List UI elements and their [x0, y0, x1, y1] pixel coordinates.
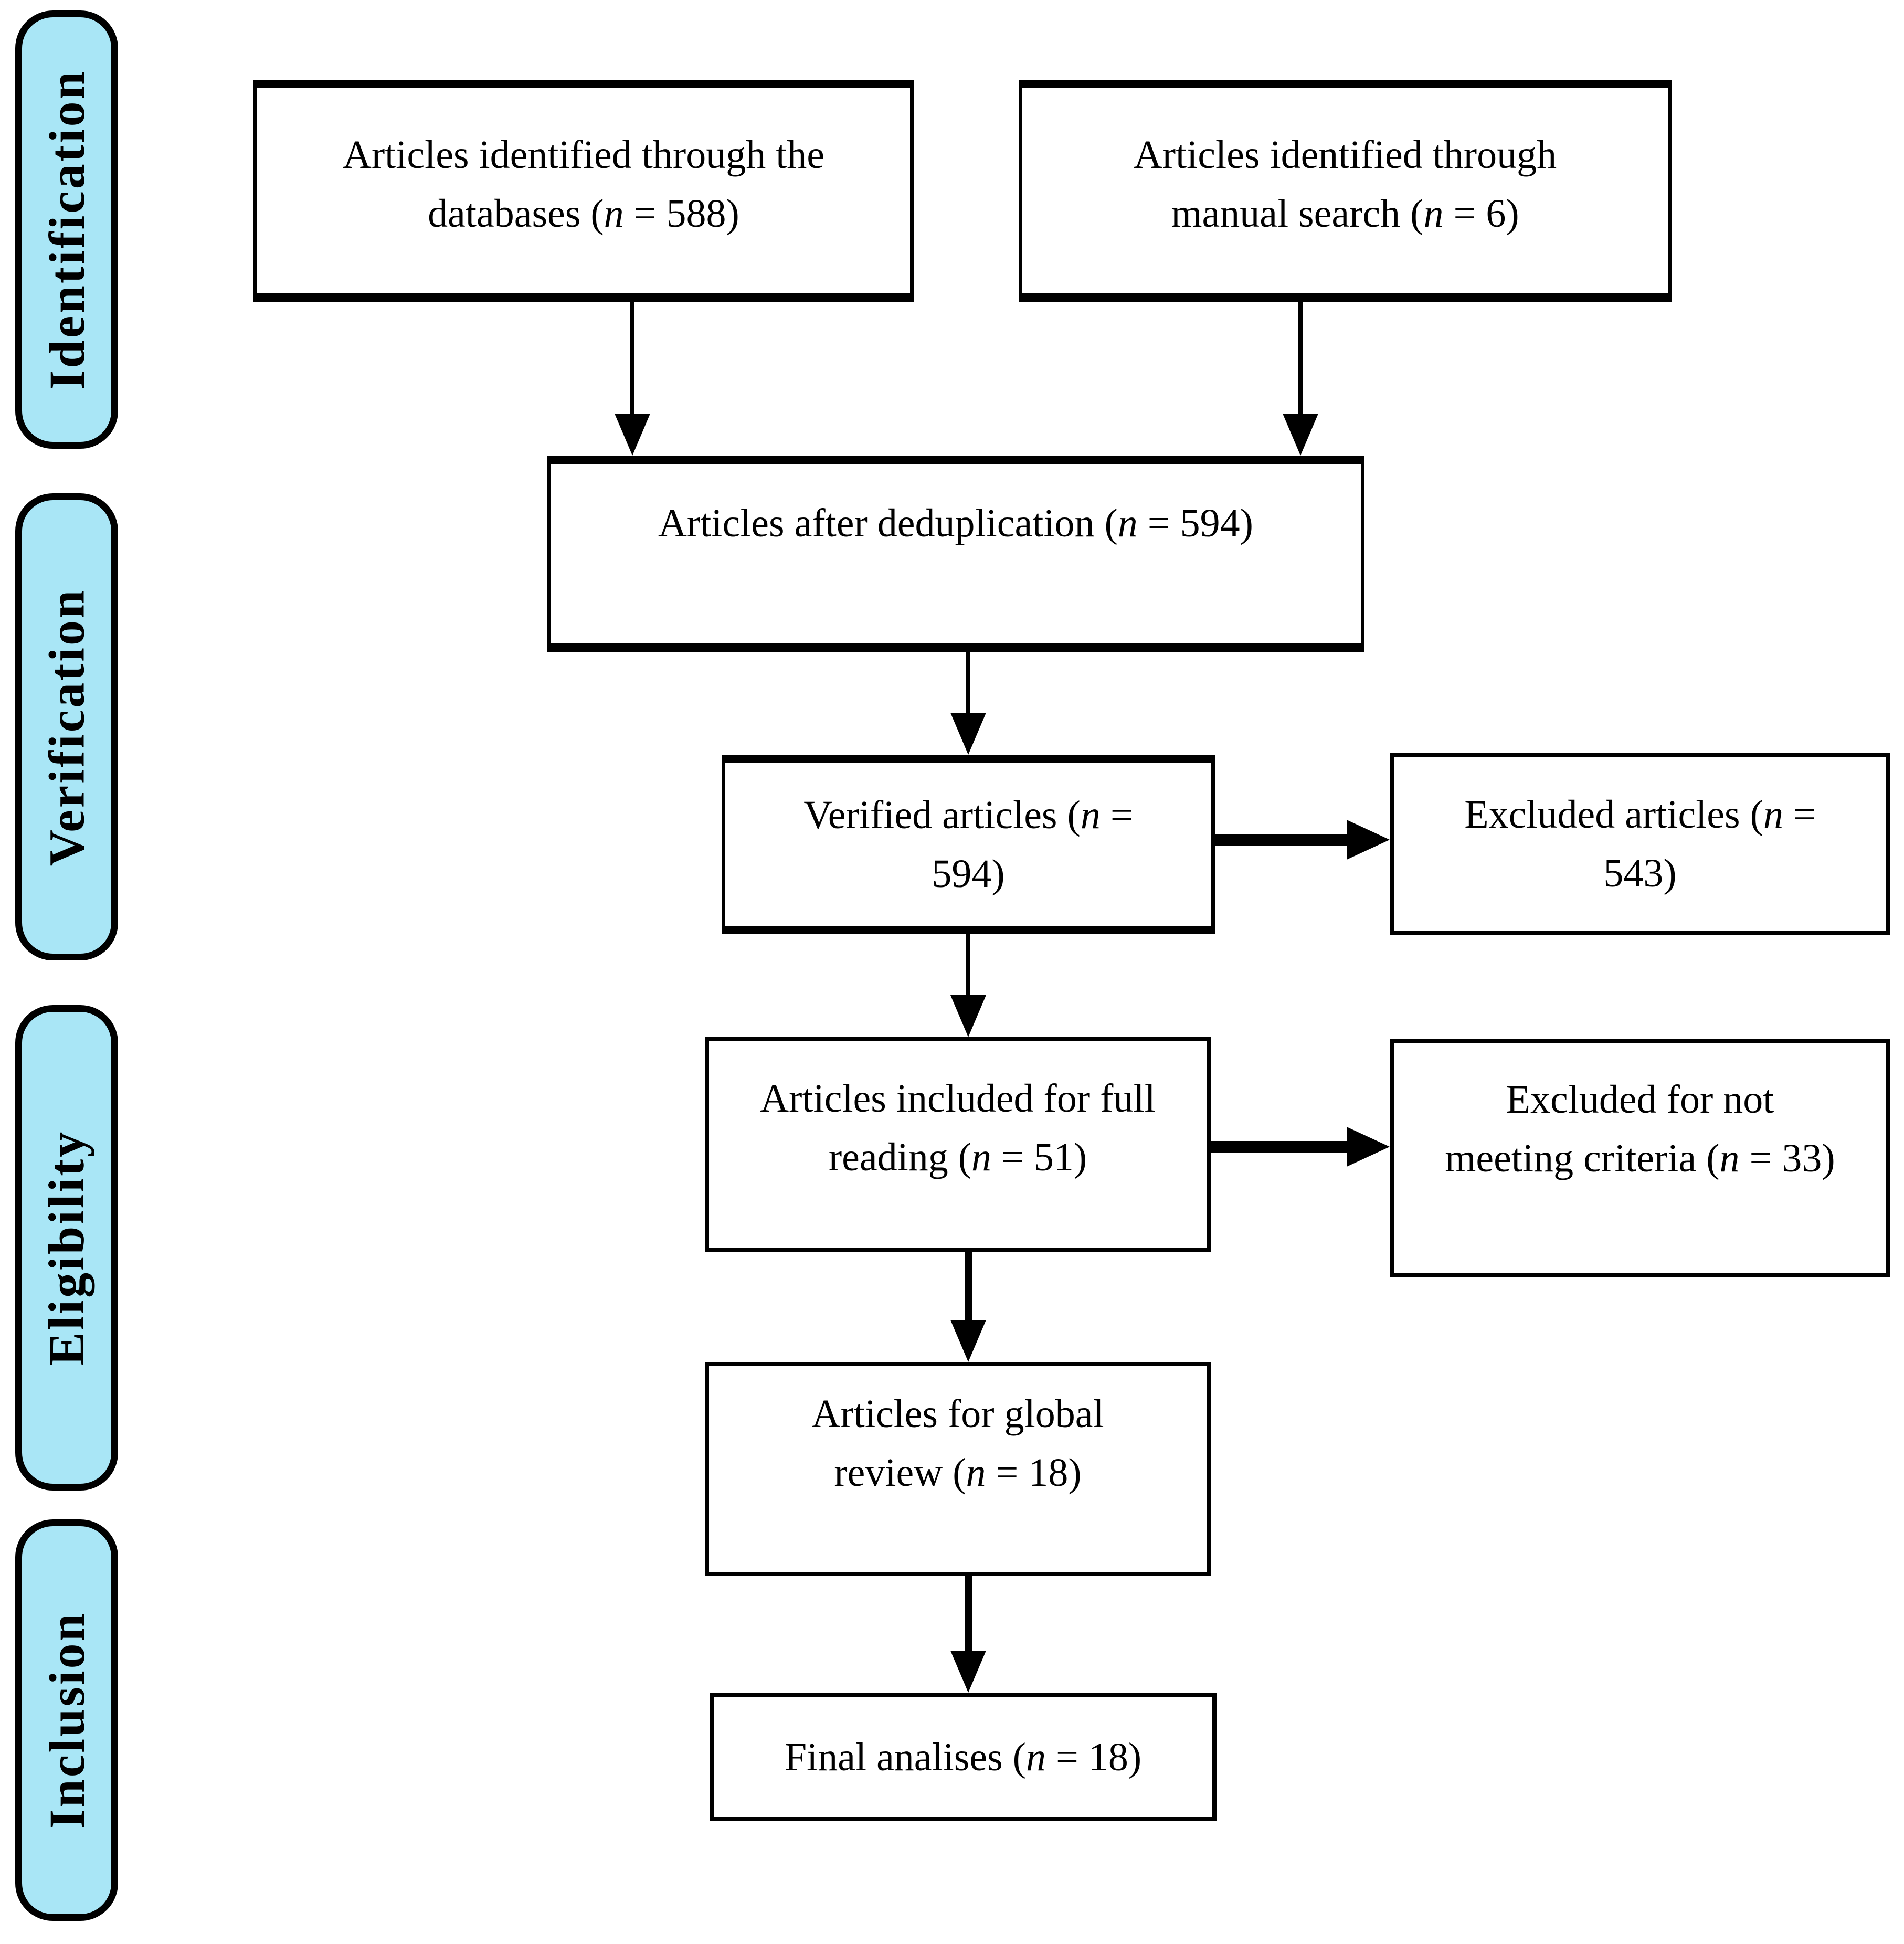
- stage-eligibility-label: Eligibility: [38, 1129, 95, 1366]
- box-excluded-articles: Excluded articles (n = 543): [1390, 753, 1890, 935]
- box-verified-articles: Verified articles (n = 594): [722, 755, 1215, 934]
- arrow-down-icon: [950, 713, 986, 755]
- box-excluded-criteria: Excluded for not meeting criteria (n = 33…: [1390, 1039, 1890, 1277]
- box-global-review: Articles for global review (n = 18): [705, 1362, 1211, 1576]
- stage-eligibility: Eligibility: [15, 1005, 118, 1491]
- box-text-line: Articles for global: [811, 1392, 1104, 1436]
- box-text-line: Excluded for not: [1506, 1077, 1774, 1122]
- arrow-down-icon: [950, 1320, 986, 1362]
- arrow-down-icon: [615, 414, 650, 456]
- arrow-verified-to-excluded-line: [1215, 834, 1349, 846]
- box-text-line: databases (n = 588): [428, 191, 739, 236]
- box-text-line: manual search (n = 6): [1171, 191, 1519, 236]
- box-after-deduplication: Articles after deduplication (n = 594): [547, 456, 1364, 652]
- arrow-verified-to-fullreading-line: [966, 934, 970, 996]
- arrow-right-icon: [1347, 820, 1390, 860]
- box-text-line: Verified articles (n =: [803, 793, 1133, 837]
- arrow-manual-to-dedup-line: [1298, 302, 1303, 415]
- arrow-fullreading-to-review-line: [965, 1252, 972, 1321]
- box-full-reading: Articles included for full reading (n = 5…: [705, 1037, 1211, 1252]
- stage-identification: Identification: [15, 10, 118, 449]
- stage-inclusion-label: Inclusion: [38, 1611, 95, 1829]
- box-text-line: Articles included for full: [760, 1076, 1156, 1121]
- box-text-line: Articles identified through: [1133, 132, 1557, 177]
- box-text-line: Excluded articles (n =: [1464, 793, 1816, 837]
- arrow-down-icon: [950, 1651, 986, 1693]
- stage-verification-label: Verification: [38, 588, 95, 866]
- box-text-line: Final analises (n = 18): [784, 1735, 1142, 1779]
- box-identified-databases: Articles identified through the databases…: [253, 80, 914, 302]
- box-final-analysis: Final analises (n = 18): [710, 1693, 1217, 1821]
- box-text-line: Articles after deduplication (n = 594): [658, 501, 1253, 545]
- box-text-line: review (n = 18): [834, 1451, 1082, 1495]
- stage-verification: Verification: [15, 493, 118, 960]
- arrow-fullreading-to-criteria-line: [1211, 1141, 1349, 1153]
- box-text-line: 543): [1603, 851, 1677, 895]
- arrow-right-icon: [1347, 1127, 1390, 1167]
- arrow-databases-to-dedup-line: [630, 302, 634, 415]
- arrow-down-icon: [1283, 414, 1318, 456]
- stage-inclusion: Inclusion: [15, 1519, 118, 1921]
- arrow-down-icon: [950, 995, 986, 1037]
- stage-identification-label: Identification: [38, 69, 95, 390]
- box-text-line: 594): [932, 852, 1005, 896]
- box-identified-manual-search: Articles identified through manual search…: [1019, 80, 1672, 302]
- box-text-line: reading (n = 51): [828, 1135, 1087, 1179]
- arrow-dedup-to-verified-line: [966, 652, 970, 714]
- arrow-review-to-final-line: [965, 1576, 972, 1652]
- box-text-line: Articles identified through the: [342, 132, 825, 177]
- box-text-line: meeting criteria (n = 33): [1445, 1136, 1835, 1180]
